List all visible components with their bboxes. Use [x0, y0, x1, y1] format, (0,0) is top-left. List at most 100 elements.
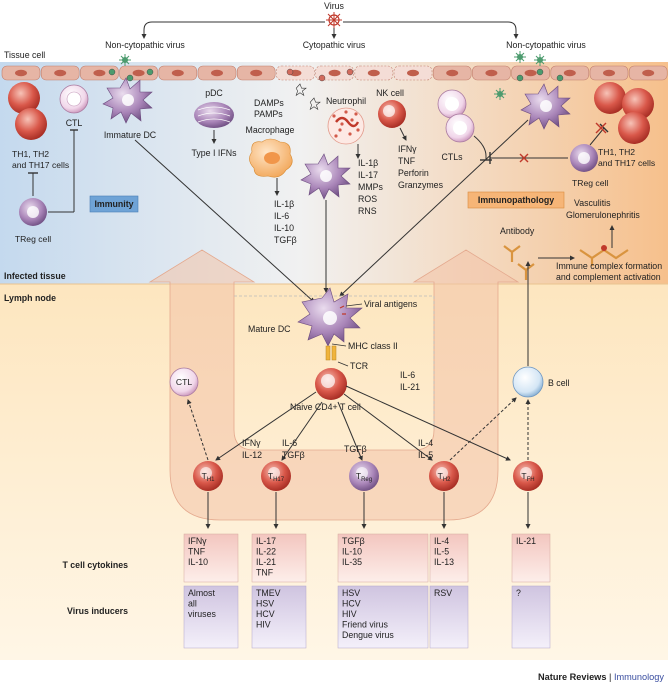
- cytokine-cell: [429, 533, 469, 583]
- inducer-value: Friend virus: [342, 620, 389, 630]
- antibody-label: Antibody: [500, 226, 535, 236]
- subset-treg-label: TReg: [356, 471, 372, 483]
- svg-text:IL-6: IL-6: [274, 211, 289, 221]
- svg-text:Immature DC: Immature DC: [104, 130, 157, 140]
- cytokine-value: IL-10: [188, 557, 208, 567]
- svg-text:RNS: RNS: [358, 206, 377, 216]
- virus-particle: [286, 68, 294, 76]
- svg-text:NK cell: NK cell: [376, 88, 404, 98]
- svg-text:PAMPs: PAMPs: [254, 109, 283, 119]
- cytokine-value: IL-10: [342, 547, 362, 557]
- svg-text:Macrophage: Macrophage: [246, 125, 295, 135]
- migration-u-arrow: [148, 249, 520, 521]
- inducer-value: HCV: [256, 609, 275, 619]
- th-cells-right-label: and TH17 cells: [598, 158, 655, 168]
- cytokine-value: IL-17: [256, 536, 276, 546]
- svg-text:IL-17: IL-17: [358, 170, 378, 180]
- cytokine-value: IL-21: [256, 557, 276, 567]
- right-dc: [520, 83, 571, 130]
- inducer-value: RSV: [434, 588, 452, 598]
- svg-text:Immunity: Immunity: [94, 199, 133, 209]
- immature-dc: Immature DC: [102, 77, 157, 140]
- svg-text:IL-12: IL-12: [242, 450, 262, 460]
- cytokine-cell: [251, 533, 307, 583]
- footer: Nature Reviews | Immunology: [538, 672, 664, 682]
- damps-pamps: DAMPs PAMPs: [254, 83, 321, 119]
- infected-tissue-label: Infected tissue: [4, 271, 66, 281]
- virus-particle: [556, 74, 564, 82]
- cytokine-table: T cell cytokines Virus inducers IFNγTNFI…: [62, 533, 551, 649]
- neutrophil: Neutrophil IL-1β IL-17 MMPs ROS RNS: [326, 96, 384, 216]
- th-cells-right-label: TH1, TH2: [598, 147, 635, 157]
- naive-label: Naive CD4+ T cell: [290, 402, 361, 412]
- svg-text:Neutrophil: Neutrophil: [326, 96, 366, 106]
- cytokine-value: IL-35: [342, 557, 362, 567]
- glomerulonephritis-label: Glomerulonephritis: [566, 210, 640, 220]
- svg-text:IL-4: IL-4: [418, 438, 433, 448]
- inducer-value: Almost: [188, 588, 215, 598]
- svg-text:Nature Reviews | Immunology: Nature Reviews | Immunology: [538, 672, 664, 682]
- svg-text:IL-6: IL-6: [400, 370, 415, 380]
- immunopathology-box: [467, 191, 565, 209]
- non-cytopathic-right-label: Non-cytopathic virus: [506, 40, 586, 50]
- cytokine-value: IL-22: [256, 547, 276, 557]
- virus-particle: [346, 68, 354, 76]
- cytokine-value: TNF: [188, 547, 206, 557]
- treg-label: TReg cell: [15, 234, 51, 244]
- inducer-value: HCV: [342, 599, 361, 609]
- immunity-box: [89, 195, 139, 213]
- svg-text:Virus: Virus: [324, 1, 344, 11]
- svg-text:pDC: pDC: [205, 88, 223, 98]
- cytokine-value: IFNγ: [188, 536, 207, 546]
- svg-text:B cell: B cell: [548, 378, 570, 388]
- inducer-value: HIV: [256, 620, 271, 630]
- macrophage: Macrophage IL-1β IL-6 IL-10 TGFβ: [246, 125, 297, 245]
- svg-text:IL-10: IL-10: [274, 223, 294, 233]
- svg-text:IL-21: IL-21: [400, 382, 420, 392]
- inducer-value: TMEV: [256, 588, 281, 598]
- non-cytopathic-left-label: Non-cytopathic virus: [105, 40, 185, 50]
- mhc-label: MHC class II: [348, 341, 398, 351]
- inducer-cell: [429, 585, 469, 649]
- svg-text:Immunopathology: Immunopathology: [478, 195, 554, 205]
- lymph-node-label: Lymph node: [4, 293, 56, 303]
- cytokine-value: IL-5: [434, 547, 449, 557]
- cytokine-value: TGFβ: [342, 536, 365, 546]
- svg-text:Mature DC: Mature DC: [248, 324, 291, 334]
- immune-complex-icon: [579, 245, 629, 266]
- subset-th1-cell: TH1: [193, 461, 223, 529]
- svg-text:IL-1β: IL-1β: [358, 158, 378, 168]
- th-cells-label: and TH17 cells: [12, 160, 69, 170]
- svg-text:DAMPs: DAMPs: [254, 98, 284, 108]
- th-cell: [618, 112, 650, 144]
- mature-dc: Mature DC Viral antigens MHC class II TC…: [248, 287, 418, 371]
- naive-cd4-t-cell: Naive CD4+ T cell: [290, 368, 361, 412]
- virus-particle-icon: [514, 51, 526, 63]
- subset-th1-label: TH1: [202, 471, 216, 483]
- virus-top: Virus Non-cytopathic virus Cytopathic vi…: [4, 1, 586, 60]
- svg-text:IFNγ: IFNγ: [242, 438, 261, 448]
- infected-dc: [300, 153, 351, 200]
- virus-particle-icon: [119, 54, 131, 66]
- cytokine-cell: [337, 533, 429, 583]
- subset-th2-cell: TH2: [429, 461, 459, 529]
- subset-th17-cell: TH17: [261, 461, 291, 529]
- virus-particle: [146, 68, 154, 76]
- virus-particle: [516, 74, 524, 82]
- inducer-value: Dengue virus: [342, 630, 394, 640]
- tcr-label: TCR: [350, 361, 368, 371]
- virus-inducers-label: Virus inducers: [67, 606, 128, 616]
- svg-text:TGFβ: TGFβ: [344, 444, 367, 454]
- inducer-value: viruses: [188, 609, 216, 619]
- subset-treg-cell: TReg: [349, 461, 379, 529]
- cytokine-value: IL-4: [434, 536, 449, 546]
- inducer-value: HSV: [256, 599, 274, 609]
- subset-th17-label: TH17: [268, 471, 285, 483]
- ctl-label: CTL: [66, 118, 83, 128]
- cytokine-cell: [511, 533, 551, 583]
- b-cell: B cell: [512, 366, 570, 398]
- virus-particle: [126, 74, 134, 82]
- viral-antigens-label: Viral antigens: [364, 299, 418, 309]
- inducer-value: HIV: [342, 609, 357, 619]
